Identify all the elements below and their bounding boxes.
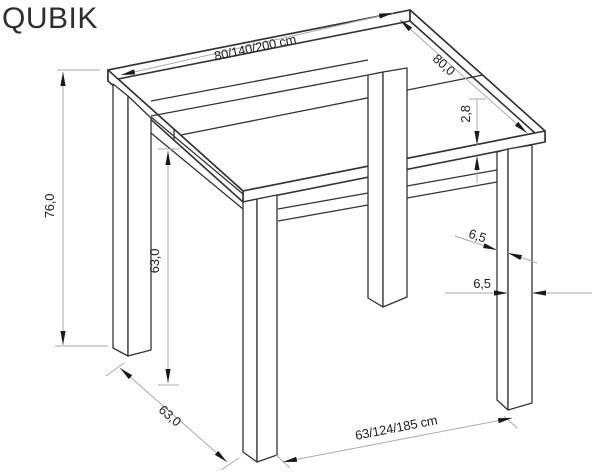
- dim-label-total-height: 76,0: [42, 194, 57, 219]
- dim-label-leg-width-lower: 6,5: [473, 276, 490, 291]
- dimension-base-depth: 63,0: [105, 362, 240, 471]
- dim-label-top-thickness: 2,8: [458, 105, 473, 122]
- dim-label-leg-width-upper: 6,5: [467, 226, 488, 246]
- dimension-apron-clearance: 63,0: [147, 148, 179, 386]
- dim-label-base-length: 63/124/185 cm: [354, 412, 439, 443]
- dimension-leg-width-lower: 6,5: [445, 276, 592, 296]
- table-leg-front-right: [367, 67, 408, 308]
- page-title: QUBIK: [2, 2, 98, 35]
- dimension-leg-width-upper: 6,5: [454, 226, 538, 264]
- dim-label-base-depth: 63,0: [156, 402, 184, 429]
- dim-label-apron-clearance: 63,0: [147, 249, 162, 274]
- table-leg-left: [112, 83, 152, 357]
- dimension-base-length: 63/124/185 cm: [275, 412, 518, 469]
- table-leg-near: [242, 194, 278, 463]
- dimension-total-height: 76,0: [42, 69, 108, 347]
- dimension-top-thickness: 2,8: [458, 98, 486, 183]
- table-leg-back-right: [496, 144, 533, 411]
